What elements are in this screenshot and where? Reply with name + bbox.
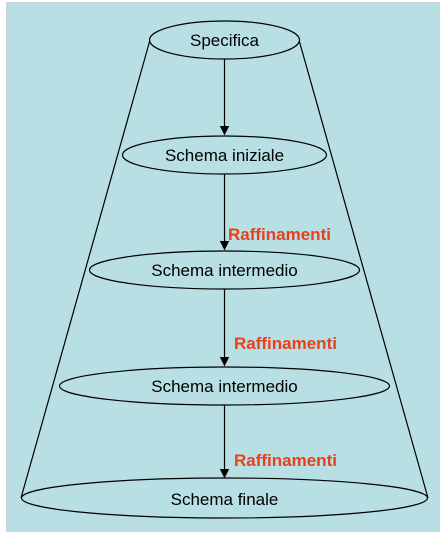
level-label-schema-iniziale: Schema iniziale (165, 146, 284, 165)
refinement-label-1: Raffinamenti (228, 225, 331, 244)
refinement-label-3: Raffinamenti (234, 451, 337, 470)
cone-left-edge (20, 39, 151, 499)
level-label-schema-intermedio-2: Schema intermedio (151, 377, 297, 396)
cone-right-edge (298, 39, 429, 499)
level-label-schema-intermedio-1: Schema intermedio (151, 261, 297, 280)
refinement-label-2: Raffinamenti (234, 334, 337, 353)
level-label-schema-finale: Schema finale (171, 490, 279, 509)
level-label-specifica: Specifica (190, 31, 260, 50)
